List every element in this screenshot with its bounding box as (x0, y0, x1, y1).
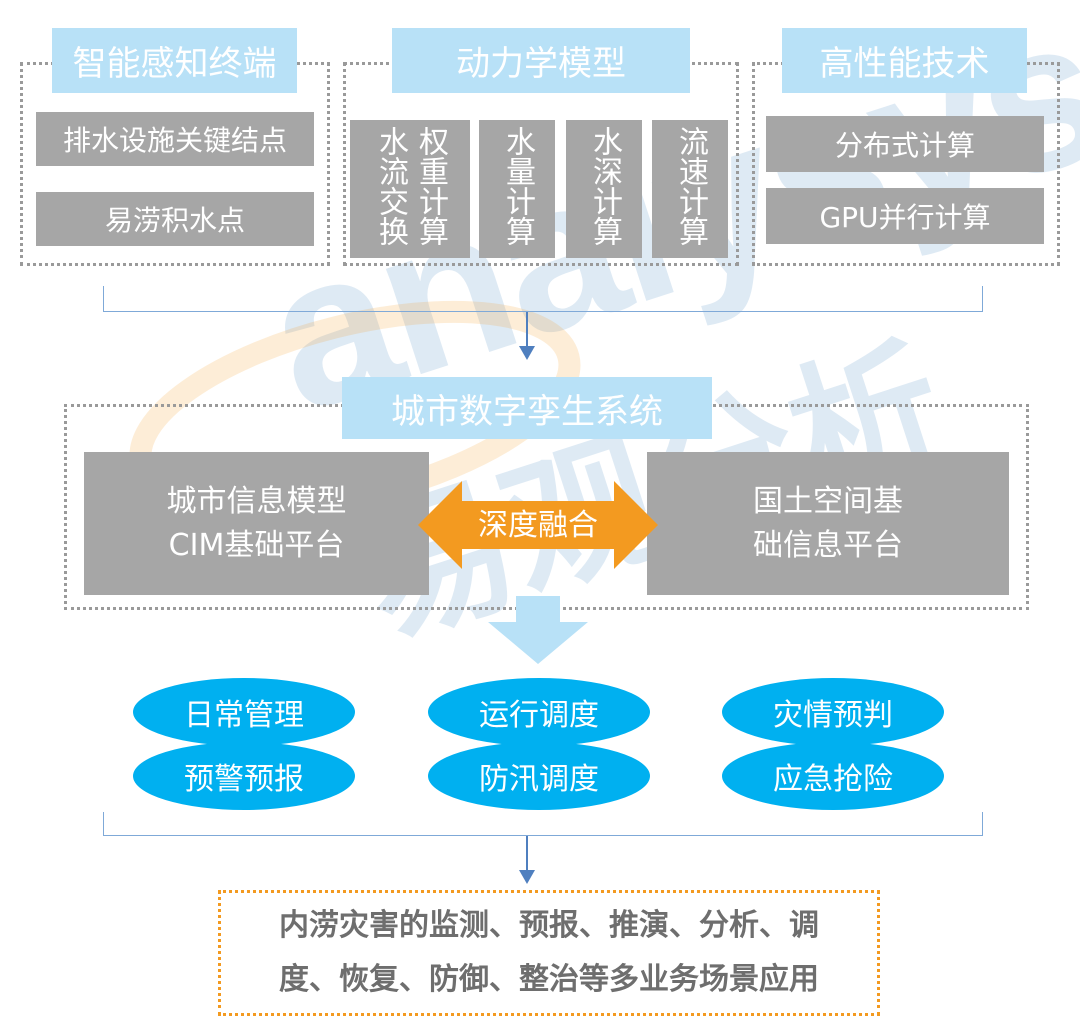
column-text: 水流交换 (373, 126, 408, 246)
column-text: 水深计算 (587, 126, 622, 246)
app-early-warning: 预警预报 (133, 742, 355, 810)
dynamics-column-velocity: 流速计算 (652, 120, 728, 258)
app-flood-dispatch: 防汛调度 (428, 742, 650, 810)
result-line-1: 内涝灾害的监测、预报、推演、分析、调 (279, 908, 819, 943)
connector-line-bottom (526, 836, 528, 872)
land-line-1: 国土空间基 (753, 483, 903, 519)
app-disaster-forecast: 灾情预判 (722, 678, 944, 746)
bottom-bracket (103, 812, 983, 836)
cim-line-1: 城市信息模型 (166, 483, 347, 519)
cim-line-2: CIM基础平台 (168, 527, 345, 563)
dynamics-title: 动力学模型 (392, 28, 690, 93)
result-box: 内涝灾害的监测、预报、推演、分析、调 度、恢复、防御、整治等多业务场景应用 (218, 890, 880, 1016)
fusion-double-arrow-icon (418, 481, 658, 569)
arrow-down-icon (519, 870, 535, 884)
cim-platform-box: 城市信息模型 CIM基础平台 (84, 452, 429, 595)
dynamics-column-depth: 水深计算 (566, 120, 642, 258)
app-daily-management: 日常管理 (133, 678, 355, 746)
column-text: 权重计算 (413, 126, 448, 246)
land-line-2: 础信息平台 (753, 527, 903, 563)
arrow-down-icon (519, 346, 535, 360)
hpc-title: 高性能技术 (782, 28, 1027, 93)
column-text: 流速计算 (673, 126, 708, 246)
dynamics-column-volume: 水量计算 (479, 120, 555, 258)
app-emergency-rescue: 应急抢险 (722, 742, 944, 810)
dynamics-column-exchange: 水流交换 权重计算 (350, 120, 470, 258)
hpc-item-gpu: GPU并行计算 (766, 188, 1044, 244)
result-line-2: 度、恢复、防御、整治等多业务场景应用 (279, 962, 819, 997)
sensor-item-waterlogging: 易涝积水点 (36, 192, 314, 246)
sensor-item-drainage: 排水设施关键结点 (36, 112, 314, 166)
digital-twin-title: 城市数字孪生系统 (342, 377, 712, 439)
connector-line-top (526, 312, 528, 348)
sensor-title: 智能感知终端 (52, 28, 297, 93)
app-operation-dispatch: 运行调度 (428, 678, 650, 746)
big-down-arrow-icon (488, 596, 588, 664)
land-space-platform-box: 国土空间基 础信息平台 (647, 452, 1009, 595)
top-bracket (103, 286, 983, 312)
hpc-item-distributed: 分布式计算 (766, 116, 1044, 172)
column-text: 水量计算 (500, 126, 535, 246)
fusion-label: 深度融合 (478, 508, 598, 543)
